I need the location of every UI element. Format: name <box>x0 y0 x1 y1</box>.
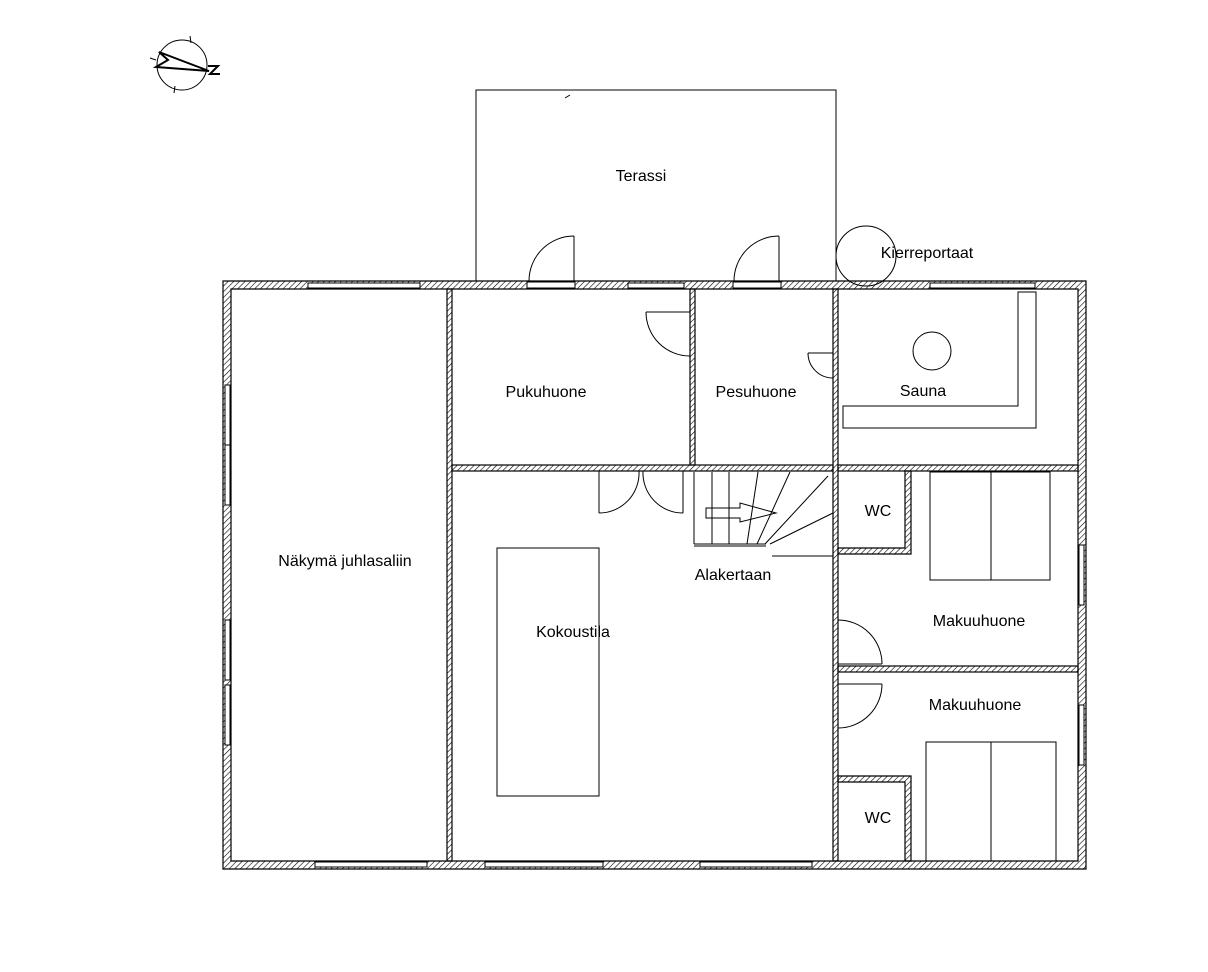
room-label-meeting-room: Kokoustila <box>536 624 610 641</box>
compass-icon <box>149 35 221 94</box>
room-label-terrace: Terassi <box>615 168 667 185</box>
room-label-washroom: Pesuhuone <box>715 384 797 401</box>
room-label-bedroom-lower: Makuuhuone <box>928 697 1022 714</box>
arrow-icon <box>705 502 778 523</box>
bed-upper <box>929 471 1051 581</box>
room-label-spiral-stairs: Kierreportaat <box>880 245 974 262</box>
terrace-outline <box>475 89 837 281</box>
furniture <box>496 291 1057 862</box>
sauna-bench <box>842 291 1037 429</box>
room-label-sauna: Sauna <box>899 383 947 400</box>
room-label-stairs-down: Alakertaan <box>694 567 772 584</box>
room-label-dressing-room: Pukuhuone <box>505 384 587 401</box>
windows <box>224 282 1085 868</box>
sauna-stove <box>912 331 952 371</box>
stairs-down <box>693 471 834 557</box>
walls <box>222 280 1087 870</box>
meeting-table <box>496 547 600 797</box>
room-label-wc-lower: WC <box>864 810 892 827</box>
room-label-bedroom-upper: Makuuhuone <box>932 613 1026 630</box>
room-label-wc-upper: WC <box>864 503 892 520</box>
room-label-hall-view: Näkymä juhlasaliin <box>278 553 412 570</box>
doors <box>526 235 883 729</box>
